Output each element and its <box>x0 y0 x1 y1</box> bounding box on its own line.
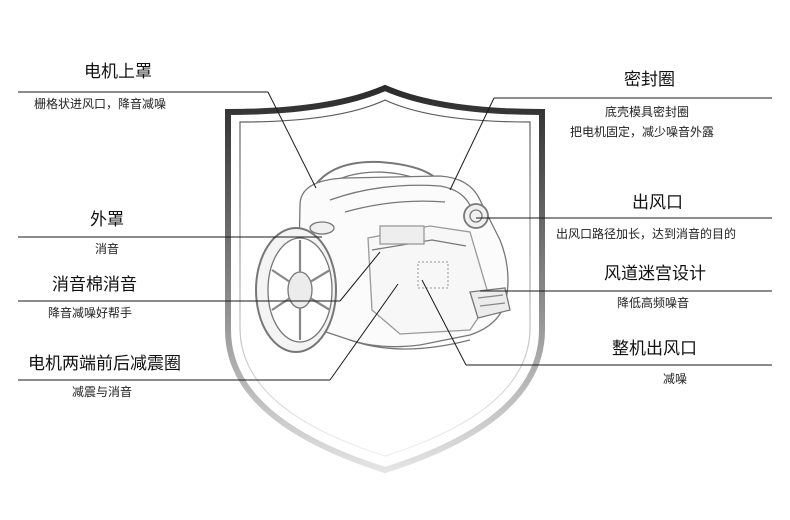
shield-outline <box>225 84 545 474</box>
label-motor-cover-title: 电机上罩 <box>84 62 152 82</box>
label-foam-title: 消音棉消音 <box>52 275 137 295</box>
leader-seal-d <box>449 97 495 191</box>
label-exhaust-desc: 减噪 <box>663 372 688 386</box>
label-maze-desc: 降低高频噪音 <box>617 296 690 310</box>
label-outlet-title: 出风口 <box>632 193 683 213</box>
label-motor-cover-desc: 栅格状进风口，降音减噪 <box>34 97 167 111</box>
label-seal-desc1: 底壳模具密封圈 <box>605 105 690 119</box>
label-seal-title: 密封圈 <box>624 70 675 90</box>
label-exhaust-title: 整机出风口 <box>612 339 697 359</box>
leader-exhaust-d <box>421 279 467 366</box>
leader-motor-cover-d <box>267 91 317 189</box>
leader-foam-d <box>339 251 381 302</box>
label-outlet-desc: 出风口路径加长，达到消音的目的 <box>556 227 737 241</box>
label-damping-desc: 减震与消音 <box>72 385 133 399</box>
label-damping-title: 电机两端前后减震圈 <box>28 354 181 374</box>
leader-lines <box>18 91 772 381</box>
label-maze-title: 风道迷宫设计 <box>604 264 706 284</box>
leader-damping-d <box>329 283 399 381</box>
label-foam-desc: 降音减噪好帮手 <box>48 306 133 320</box>
label-seal-desc2: 把电机固定，减少噪音外露 <box>570 125 715 139</box>
vacuum-cleaner-illustration <box>255 160 511 353</box>
label-outer-cover-desc: 消音 <box>95 242 120 256</box>
label-outer-cover-title: 外罩 <box>90 210 124 230</box>
